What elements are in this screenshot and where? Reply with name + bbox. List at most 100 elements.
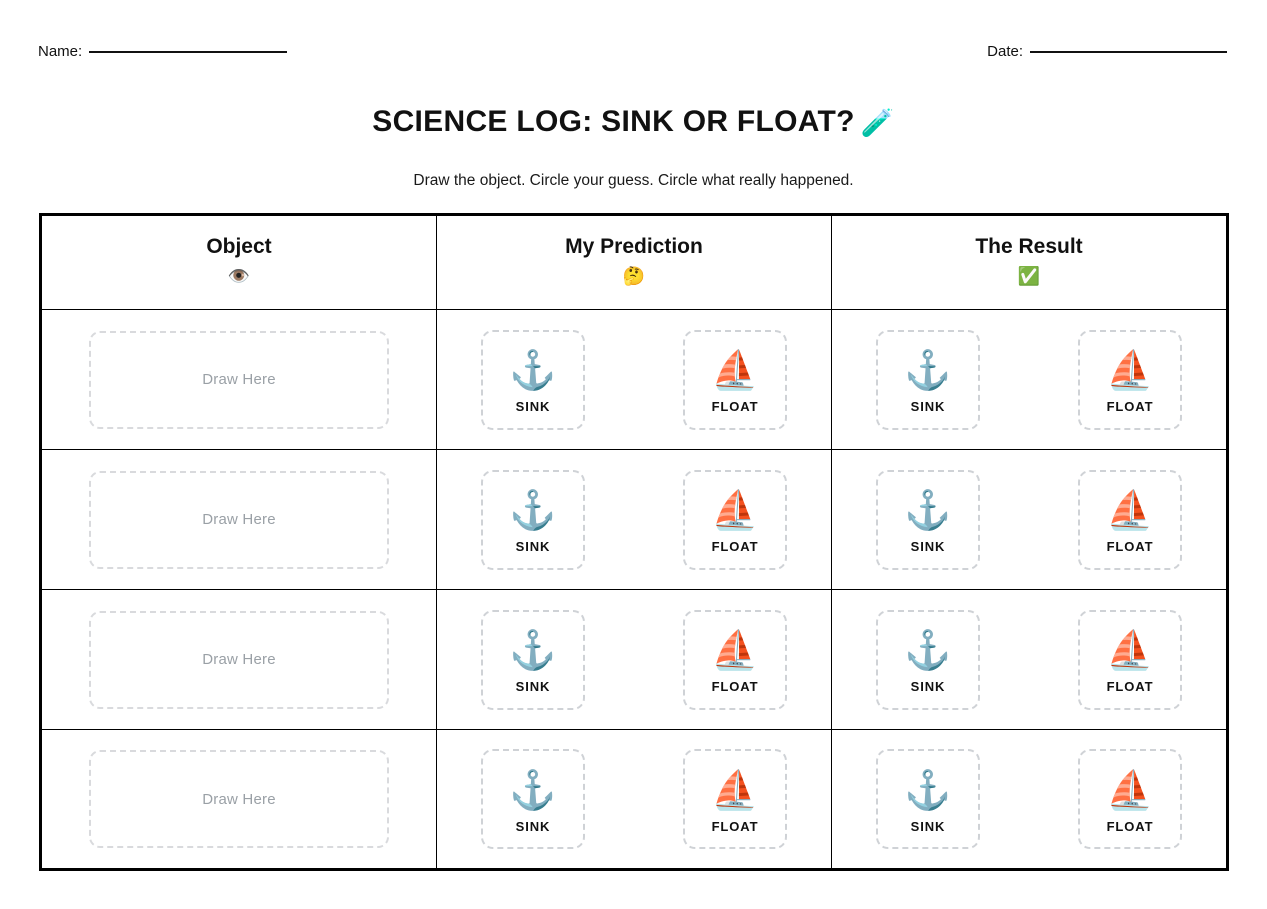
result-choice-sink-label: SINK [910,818,946,834]
draw-box[interactable]: Draw Here [89,470,389,569]
anchor-icon: ⚓ [904,350,952,392]
name-write-line[interactable] [89,50,288,53]
table-row: Draw Here ⚓ SINK ⛵ FLOAT [40,729,1228,870]
prediction-choices: ⚓ SINK ⛵ FLOAT [437,469,831,570]
table-row: Draw Here ⚓ SINK ⛵ FLOAT [40,449,1228,590]
prediction-choice-sink[interactable]: ⚓ SINK [481,329,585,430]
column-header-result: The Result ✅ [831,214,1228,310]
anchor-icon: ⚓ [904,769,952,812]
prediction-cell: ⚓ SINK ⛵ FLOAT [436,449,832,590]
test-tube-icon: 🧪 [860,108,895,138]
prediction-choice-sink[interactable]: ⚓ SINK [481,469,585,570]
anchor-icon: ⚓ [904,490,952,532]
draw-cell[interactable]: Draw Here [40,729,437,870]
prediction-cell: ⚓ SINK ⛵ FLOAT [436,729,832,870]
draw-box[interactable]: Draw Here [89,750,389,848]
result-choice-sink[interactable]: ⚓ SINK [876,329,980,430]
prediction-choice-float[interactable]: ⛵ FLOAT [683,469,787,570]
table-header: Object 👁️ My Prediction 🤔 The Result ✅ [40,214,1228,310]
anchor-icon: ⚓ [904,630,952,672]
draw-box[interactable]: Draw Here [89,610,389,709]
sailboat-icon: ⛵ [1106,769,1154,812]
result-choices: ⚓ SINK ⛵ FLOAT [832,469,1226,570]
prediction-choice-sink-label: SINK [515,679,551,694]
table-row: Draw Here ⚓ SINK ⛵ FLOAT [40,589,1228,730]
draw-placeholder: Draw Here [202,371,276,388]
draw-placeholder: Draw Here [202,651,276,668]
result-choice-float-label: FLOAT [1106,679,1154,694]
page-title: SCIENCE LOG: SINK OR FLOAT?🧪 [0,103,1267,142]
result-choice-float[interactable]: ⛵ FLOAT [1078,469,1182,570]
check-mark-icon: ✅ [1017,266,1041,286]
draw-cell[interactable]: Draw Here [40,589,437,730]
anchor-icon: ⚓ [509,630,557,672]
eye-icon: 👁️ [227,266,251,286]
sailboat-icon: ⛵ [711,490,759,532]
result-cell: ⚓ SINK ⛵ FLOAT [831,449,1228,590]
prediction-choices: ⚓ SINK ⛵ FLOAT [437,609,831,710]
prediction-choice-sink[interactable]: ⚓ SINK [481,749,585,849]
prediction-choices: ⚓ SINK ⛵ FLOAT [437,749,831,849]
result-choice-sink[interactable]: ⚓ SINK [876,749,980,849]
prediction-choice-float-label: FLOAT [711,399,759,414]
prediction-choice-sink-label: SINK [515,539,551,554]
prediction-choice-float[interactable]: ⛵ FLOAT [683,749,787,849]
sailboat-icon: ⛵ [711,350,759,392]
result-choice-float-label: FLOAT [1106,399,1154,414]
result-choice-float-label: FLOAT [1106,818,1154,834]
anchor-icon: ⚓ [509,350,557,392]
prediction-choice-sink-label: SINK [515,818,551,834]
prediction-choice-float-label: FLOAT [711,818,759,834]
draw-placeholder: Draw Here [202,790,276,808]
anchor-icon: ⚓ [509,769,557,812]
date-field[interactable]: Date: [987,43,1227,60]
draw-box[interactable]: Draw Here [89,330,389,429]
table-header-row: Object 👁️ My Prediction 🤔 The Result ✅ [40,214,1228,310]
prediction-cell: ⚓ SINK ⛵ FLOAT [436,589,832,730]
result-cell: ⚓ SINK ⛵ FLOAT [831,309,1228,450]
result-choice-float[interactable]: ⛵ FLOAT [1078,329,1182,430]
column-header-object-label: Object [206,235,272,258]
result-choice-float[interactable]: ⛵ FLOAT [1078,609,1182,710]
prediction-choice-sink[interactable]: ⚓ SINK [481,609,585,710]
date-write-line[interactable] [1030,50,1227,53]
thinking-face-icon: 🤔 [622,266,646,286]
prediction-choice-float-label: FLOAT [711,539,759,554]
column-header-result-label: The Result [975,235,1083,258]
result-choices: ⚓ SINK ⛵ FLOAT [832,329,1226,430]
prediction-choice-float-label: FLOAT [711,679,759,694]
draw-placeholder: Draw Here [202,511,276,528]
sailboat-icon: ⛵ [711,630,759,672]
sailboat-icon: ⛵ [711,769,759,812]
result-choices: ⚓ SINK ⛵ FLOAT [832,749,1226,849]
draw-cell[interactable]: Draw Here [40,309,437,450]
result-choice-sink[interactable]: ⚓ SINK [876,469,980,570]
prediction-choice-float[interactable]: ⛵ FLOAT [683,329,787,430]
page-title-text: SCIENCE LOG: SINK OR FLOAT? [372,105,855,138]
prediction-choice-sink-label: SINK [515,399,551,414]
sailboat-icon: ⛵ [1106,350,1154,392]
column-header-prediction-label: My Prediction [565,235,703,258]
sailboat-icon: ⛵ [1106,490,1154,532]
date-label: Date: [987,42,1023,60]
prediction-cell: ⚓ SINK ⛵ FLOAT [436,309,832,450]
name-label: Name: [38,42,83,60]
result-choice-sink-label: SINK [910,539,946,554]
column-header-object: Object 👁️ [40,214,437,310]
page-subtitle: Draw the object. Circle your guess. Circ… [413,172,854,189]
draw-cell[interactable]: Draw Here [40,449,437,590]
name-field[interactable]: Name: [38,42,288,60]
student-info-row: Name: Date: [38,38,1227,64]
column-header-prediction: My Prediction 🤔 [436,214,832,310]
anchor-icon: ⚓ [509,490,557,532]
sink-or-float-table: Object 👁️ My Prediction 🤔 The Result ✅ [39,213,1229,871]
result-choice-float[interactable]: ⛵ FLOAT [1078,749,1182,849]
table-row: Draw Here ⚓ SINK ⛵ FLOAT [40,309,1228,450]
result-choices: ⚓ SINK ⛵ FLOAT [832,609,1226,710]
result-choice-sink-label: SINK [910,399,946,414]
result-choice-sink[interactable]: ⚓ SINK [876,609,980,710]
result-cell: ⚓ SINK ⛵ FLOAT [831,729,1228,870]
prediction-choices: ⚓ SINK ⛵ FLOAT [437,329,831,430]
prediction-choice-float[interactable]: ⛵ FLOAT [683,609,787,710]
